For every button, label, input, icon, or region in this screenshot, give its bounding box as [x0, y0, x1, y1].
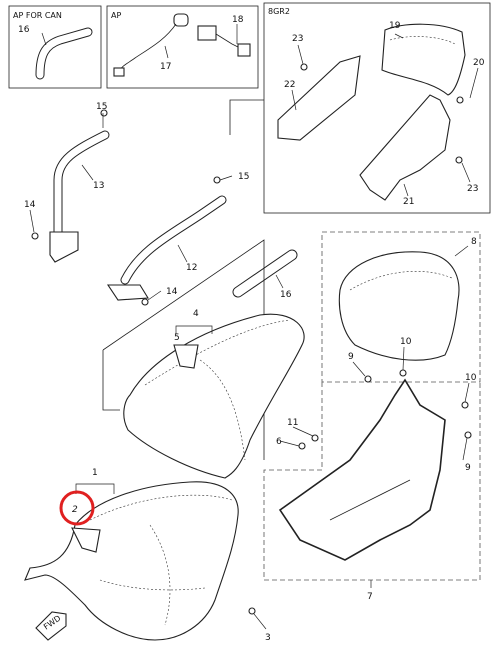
label-23b: 23 [467, 184, 478, 194]
seat-1-stitch-b [149, 524, 171, 626]
label-10b: 10 [465, 373, 477, 383]
part-labels: 16 17 18 19 20 21 22 23 23 13 14 15 15 1… [18, 15, 485, 643]
label-8: 8 [471, 237, 477, 247]
seat-4-stitch-b [199, 359, 246, 461]
seat-4 [123, 313, 305, 479]
connector-17-head [173, 13, 189, 27]
label-23a: 23 [292, 34, 303, 44]
box-ap [106, 5, 259, 89]
label-13: 13 [93, 181, 104, 191]
label-15b: 15 [238, 172, 249, 182]
label-12: 12 [186, 263, 197, 273]
fwd-arrow-icon: FWD [35, 611, 67, 641]
frame-7 [278, 378, 446, 561]
label-21: 21 [403, 197, 414, 207]
bolt-23b [455, 156, 463, 164]
label-2: 2 [72, 505, 78, 515]
bracket-13 [49, 231, 79, 263]
label-1: 1 [92, 468, 98, 478]
box-8gr2 [263, 2, 491, 214]
label-16b: 16 [280, 290, 292, 300]
plug-18 [237, 43, 251, 57]
seat-1-stitch-a [89, 494, 233, 521]
bolt-15a [100, 109, 108, 117]
label-5: 5 [174, 333, 180, 343]
bolt-23a [300, 63, 308, 71]
bracket-12 [106, 284, 149, 301]
label-17: 17 [160, 62, 171, 72]
label-10a: 10 [400, 337, 412, 347]
panel-22 [277, 55, 361, 141]
label-9b: 9 [465, 463, 471, 473]
bolt-3 [248, 607, 256, 615]
label-15a: 15 [96, 102, 107, 112]
bolt-20 [456, 96, 464, 104]
side-cover-21 [359, 94, 451, 201]
bolt-9b [464, 431, 472, 439]
bolt-9a [364, 375, 372, 383]
cable-17 [119, 23, 177, 71]
box-8gr2-title: 8GR2 [268, 7, 290, 16]
bolt-10a [399, 369, 407, 377]
label-16a: 16 [18, 25, 30, 35]
hose-16 [36, 28, 92, 79]
bolt-10b [461, 401, 469, 409]
bolt-14a [31, 232, 39, 240]
tag-5 [173, 344, 199, 369]
tube-16 [233, 250, 297, 297]
variant-connector [229, 99, 264, 135]
label-20: 20 [473, 58, 485, 68]
cover-19 [381, 23, 466, 96]
label-18: 18 [232, 15, 244, 25]
leader-lines [29, 24, 479, 630]
box-ap-for-can-title: AP FOR CAN [13, 11, 62, 20]
label-22: 22 [284, 80, 295, 90]
bolt-11 [311, 434, 319, 442]
bracket-4 [175, 325, 213, 334]
label-14a: 14 [24, 200, 36, 210]
label-11: 11 [287, 418, 298, 428]
box-ap-title: AP [111, 11, 121, 20]
frame-7-crossbar [329, 479, 411, 521]
frame-box [263, 382, 481, 581]
label-7: 7 [367, 592, 373, 602]
seat-group-frame-left [102, 350, 120, 411]
seat-4-stitch-a [144, 319, 291, 386]
backrest-8-stitch [349, 271, 453, 291]
label-19: 19 [389, 21, 401, 31]
backrest-box [321, 231, 481, 383]
label-6: 6 [276, 437, 282, 447]
highlight-circle [59, 490, 95, 526]
wire-18 [215, 33, 241, 49]
box-ap-for-can [8, 5, 102, 89]
backrest-8 [338, 251, 460, 361]
connector-17-plug [113, 67, 125, 77]
grab-bar-12 [121, 196, 226, 284]
bolt-15b [213, 176, 221, 184]
washer-6 [298, 442, 306, 450]
label-9a: 9 [348, 352, 354, 362]
cover-19-detail [389, 36, 456, 45]
bolt-14b [141, 298, 149, 306]
label-3: 3 [265, 633, 271, 643]
switch-18 [197, 25, 217, 41]
seat-1 [24, 481, 239, 641]
label-14b: 14 [166, 287, 178, 297]
bracket-1 [75, 483, 115, 494]
label-4: 4 [193, 309, 199, 319]
tag-2 [71, 527, 101, 553]
grab-bar-13 [54, 131, 109, 244]
